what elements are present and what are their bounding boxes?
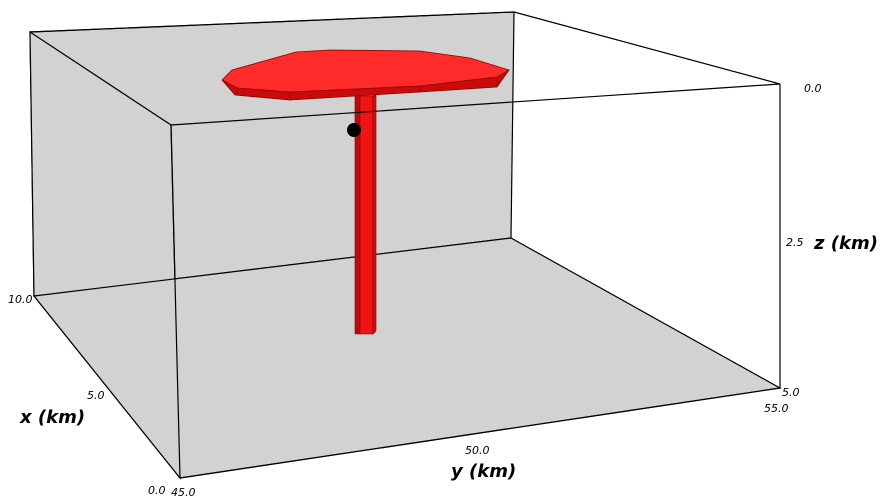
sill-top-face: [221, 49, 510, 93]
x-axis-label: x (km): [19, 407, 85, 428]
dike-right-face: [372, 94, 377, 335]
x-tick-mid: 5.0: [87, 389, 105, 402]
y-tick-mid: 50.0: [465, 444, 490, 457]
y-axis-label: y (km): [451, 461, 516, 482]
sill-body: [221, 49, 510, 101]
dike-front-face: [359, 95, 374, 335]
z-tick-mid: 2.5: [786, 236, 804, 249]
dike-body: [354, 94, 377, 335]
x-tick-top: 10.0: [8, 293, 33, 306]
box-edge: [513, 11, 781, 85]
z-tick-bottom: 5.0: [782, 386, 800, 399]
box-edge: [170, 124, 181, 479]
z-axis-label: z (km): [813, 233, 878, 254]
observation-point-marker: [347, 123, 361, 137]
y-tick-left: 45.0: [171, 486, 196, 499]
z-tick-top: 0.0: [804, 82, 822, 95]
x-tick-bottom: 0.0: [148, 484, 166, 497]
box-edge: [29, 11, 515, 33]
y-tick-right: 55.0: [764, 402, 789, 415]
box-edge: [179, 387, 781, 479]
bounding-box-edges: [29, 11, 781, 479]
box-edge: [170, 83, 781, 126]
